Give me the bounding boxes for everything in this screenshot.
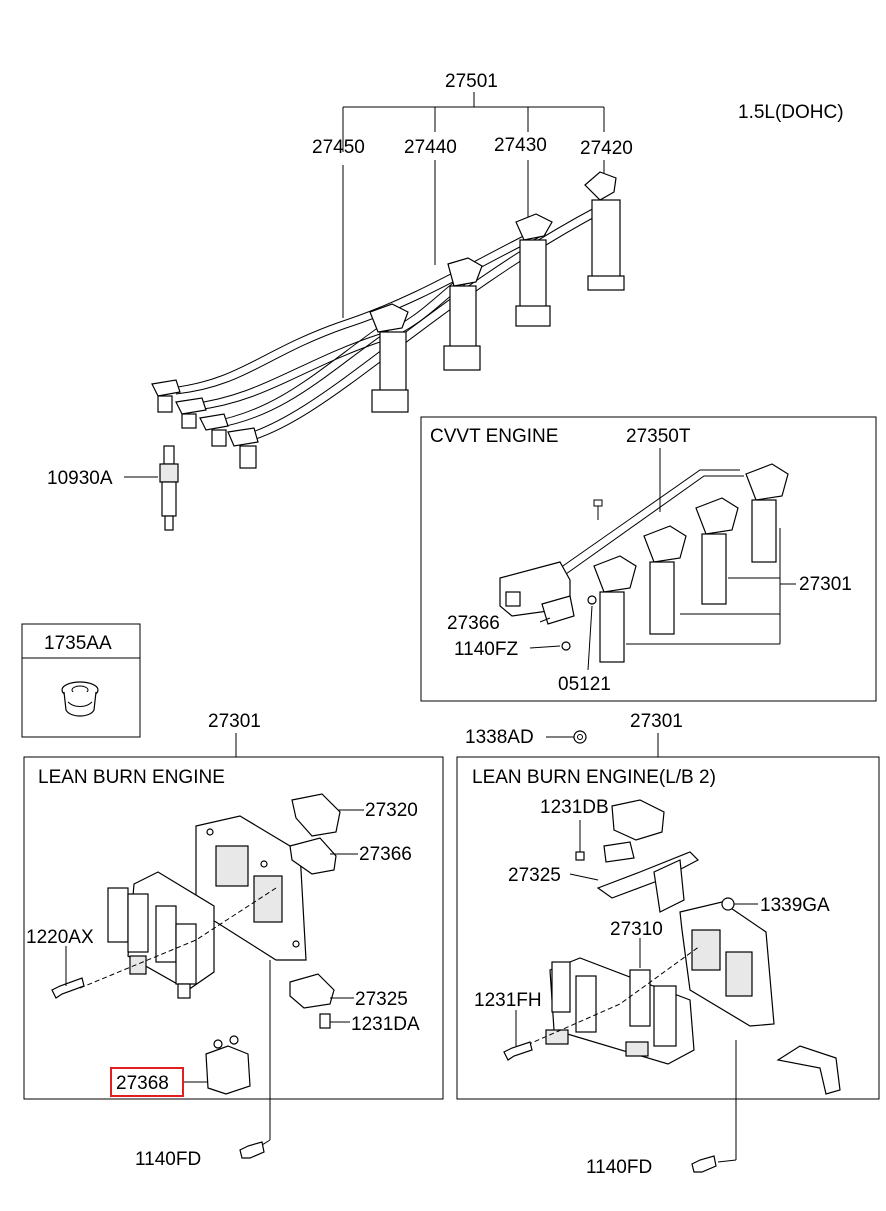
lean-burn-lb2-coil-drawing: [503, 799, 841, 1163]
label-27450[interactable]: 27450: [312, 137, 365, 158]
label-27320[interactable]: 27320: [365, 800, 418, 821]
spark-plug-cable-drawing: [151, 171, 625, 469]
lean-burn-box: [23, 756, 444, 1100]
grommet-box: [21, 623, 141, 738]
label-1140FD-right[interactable]: 1140FD: [586, 1157, 652, 1178]
cvvt-coil-drawing: [499, 463, 796, 671]
label-1735AA[interactable]: 1735AA: [44, 633, 112, 654]
label-27501[interactable]: 27501: [445, 71, 498, 92]
bolt-1140FD-right-drawing: [691, 1155, 717, 1173]
label-27301-cvvt[interactable]: 27301: [799, 574, 852, 595]
label-27368[interactable]: 27368: [116, 1073, 169, 1094]
cable-set-leader: [342, 92, 605, 318]
label-27301-lean[interactable]: 27301: [208, 711, 261, 732]
label-27366-lean[interactable]: 27366: [359, 844, 412, 865]
label-1140FD-left[interactable]: 1140FD: [135, 1149, 201, 1170]
lean-burn-coil-drawing: [51, 793, 364, 1151]
label-27430[interactable]: 27430: [494, 135, 547, 156]
lean-burn-lb2-title: LEAN BURN ENGINE(L/B 2): [472, 767, 716, 788]
label-27420[interactable]: 27420: [580, 138, 633, 159]
label-27310[interactable]: 27310: [610, 919, 663, 940]
nut-1338AD-drawing: [573, 730, 587, 744]
label-27366-cvvt[interactable]: 27366: [447, 613, 500, 634]
label-27325-lb2[interactable]: 27325: [508, 865, 561, 886]
label-27301-lb2[interactable]: 27301: [630, 711, 683, 732]
cvvt-engine-title: CVVT ENGINE: [430, 426, 558, 447]
label-27325-lean[interactable]: 27325: [355, 989, 408, 1010]
label-1231DB[interactable]: 1231DB: [540, 797, 609, 818]
label-27350T[interactable]: 27350T: [626, 426, 691, 447]
lean-burn-title: LEAN BURN ENGINE: [38, 767, 225, 788]
label-1220AX[interactable]: 1220AX: [26, 927, 94, 948]
label-1338AD[interactable]: 1338AD: [465, 727, 534, 748]
label-27440[interactable]: 27440: [404, 137, 457, 158]
label-1231DA[interactable]: 1231DA: [351, 1014, 420, 1035]
bolt-1140FD-left-drawing: [239, 1141, 265, 1159]
lean-burn-lb2-box: [456, 756, 880, 1100]
label-1339GA[interactable]: 1339GA: [760, 895, 830, 916]
cvvt-engine-box: [420, 416, 877, 702]
label-1140FZ[interactable]: 1140FZ: [454, 639, 518, 660]
label-1231FH[interactable]: 1231FH: [474, 990, 542, 1011]
spark-plug-drawing: [124, 445, 179, 531]
label-10930A[interactable]: 10930A: [47, 468, 113, 489]
label-05121[interactable]: 05121: [558, 674, 611, 695]
highlight-box-27368: [110, 1067, 184, 1097]
grommet-drawing: [61, 681, 99, 717]
engine-variant-label: 1.5L(DOHC): [738, 102, 844, 123]
